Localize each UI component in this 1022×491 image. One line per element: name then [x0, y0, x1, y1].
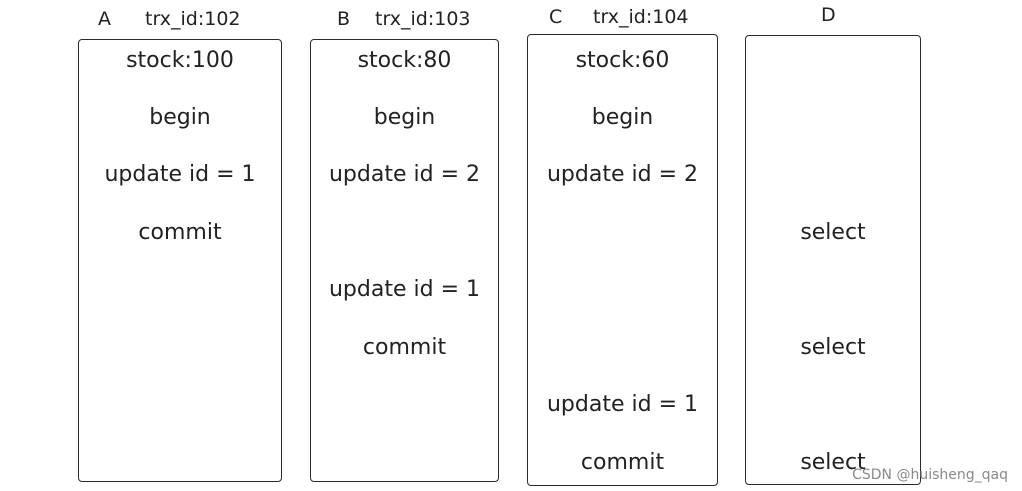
transaction-c-stock: stock:60 — [575, 48, 670, 73]
transaction-a-update-1: update id = 1 — [104, 162, 256, 187]
transaction-a-stock: stock:100 — [126, 48, 234, 73]
transaction-b-commit: commit — [362, 335, 447, 360]
transaction-b-stock: stock:80 — [357, 48, 452, 73]
column-b-letter: B — [337, 8, 351, 30]
column-b-trx-id: trx_id:103 — [375, 8, 471, 30]
transaction-a-begin: begin — [149, 105, 211, 130]
transaction-d-select-1: select — [800, 220, 866, 245]
watermark: CSDN @huisheng_qaq — [852, 467, 1008, 483]
transaction-c-commit: commit — [580, 450, 665, 475]
transaction-c-update-2: update id = 2 — [546, 162, 698, 187]
transaction-a-commit: commit — [138, 220, 222, 245]
column-a-letter: A — [98, 8, 111, 30]
transaction-c-update-1: update id = 1 — [546, 392, 698, 417]
transaction-d-select-3: select — [800, 450, 866, 475]
transaction-b-begin: begin — [373, 105, 436, 130]
column-c-letter: C — [549, 6, 563, 28]
transaction-c-box: stock:60 begin update id = 2 update id =… — [527, 34, 718, 486]
transaction-b-update-2: update id = 2 — [328, 162, 480, 187]
transaction-a-box: stock:100 begin update id = 1 commit — [78, 39, 282, 482]
transaction-b-update-1: update id = 1 — [328, 277, 480, 302]
column-a-trx-id: trx_id:102 — [145, 8, 241, 30]
transaction-d-box: select select select — [745, 35, 921, 485]
column-d-letter: D — [821, 4, 836, 26]
column-c-trx-id: trx_id:104 — [593, 6, 689, 28]
transaction-d-select-2: select — [800, 335, 866, 360]
transaction-b-box: stock:80 begin update id = 2 update id =… — [310, 39, 499, 482]
transaction-c-begin: begin — [591, 105, 654, 130]
